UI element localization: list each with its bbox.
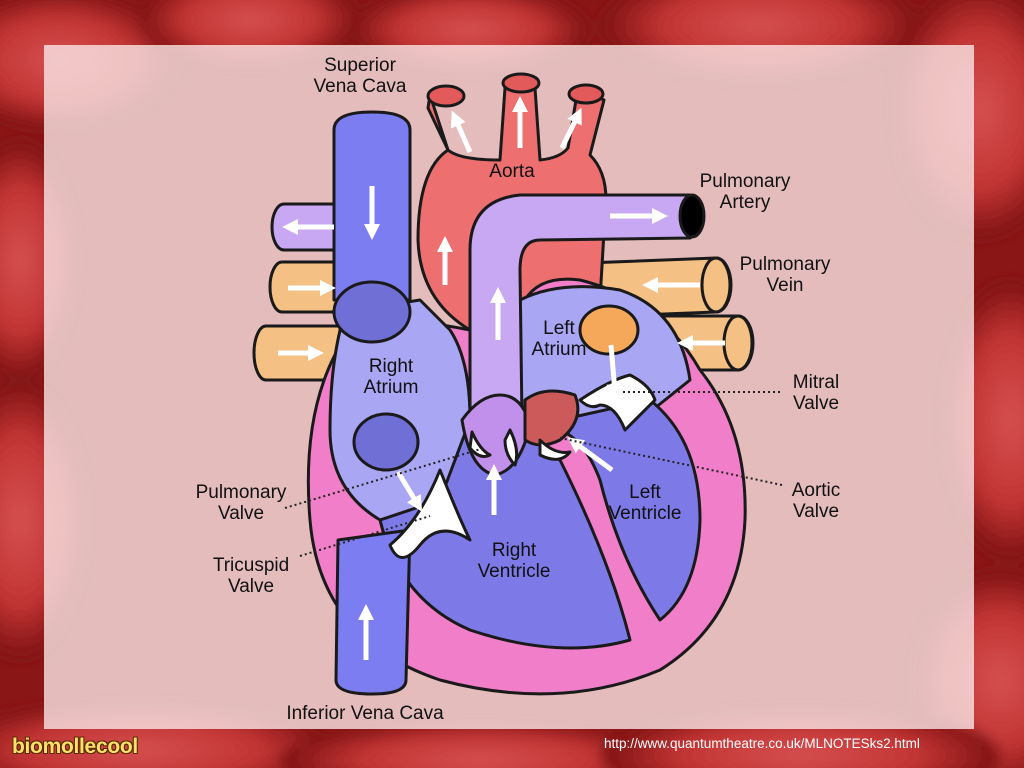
label-pulmonary-valve: Pulmonary Valve <box>195 482 287 524</box>
right-ventricle <box>378 418 632 650</box>
source-url[interactable]: http://www.quantumtheatre.co.uk/MLNOTESk… <box>604 736 920 751</box>
label-pulmonary-vein: Pulmonary Vein <box>739 254 831 296</box>
label-left-atrium: Left Atrium <box>531 318 587 360</box>
label-mitral-valve: Mitral Valve <box>792 372 840 414</box>
label-superior-vena-cava: Superior Vena Cava <box>313 55 407 97</box>
mitral-cusp <box>578 373 657 432</box>
label-inferior-vena-cava: Inferior Vena Cava <box>286 703 444 724</box>
label-pulmonary-artery: Pulmonary Artery <box>699 171 791 213</box>
label-aortic-valve: Aortic Valve <box>791 480 841 522</box>
label-right-ventricle: Right Ventricle <box>477 540 551 582</box>
label-tricuspid-valve: Tricuspid Valve <box>212 555 290 597</box>
label-aorta: Aorta <box>489 161 535 182</box>
aortic-valve-shape <box>523 389 580 447</box>
label-left-ventricle: Left Ventricle <box>608 482 682 524</box>
tricuspid-cusp <box>388 468 472 559</box>
label-right-atrium: Right Atrium <box>363 356 419 398</box>
brand-logo: biomollecool <box>12 735 138 758</box>
